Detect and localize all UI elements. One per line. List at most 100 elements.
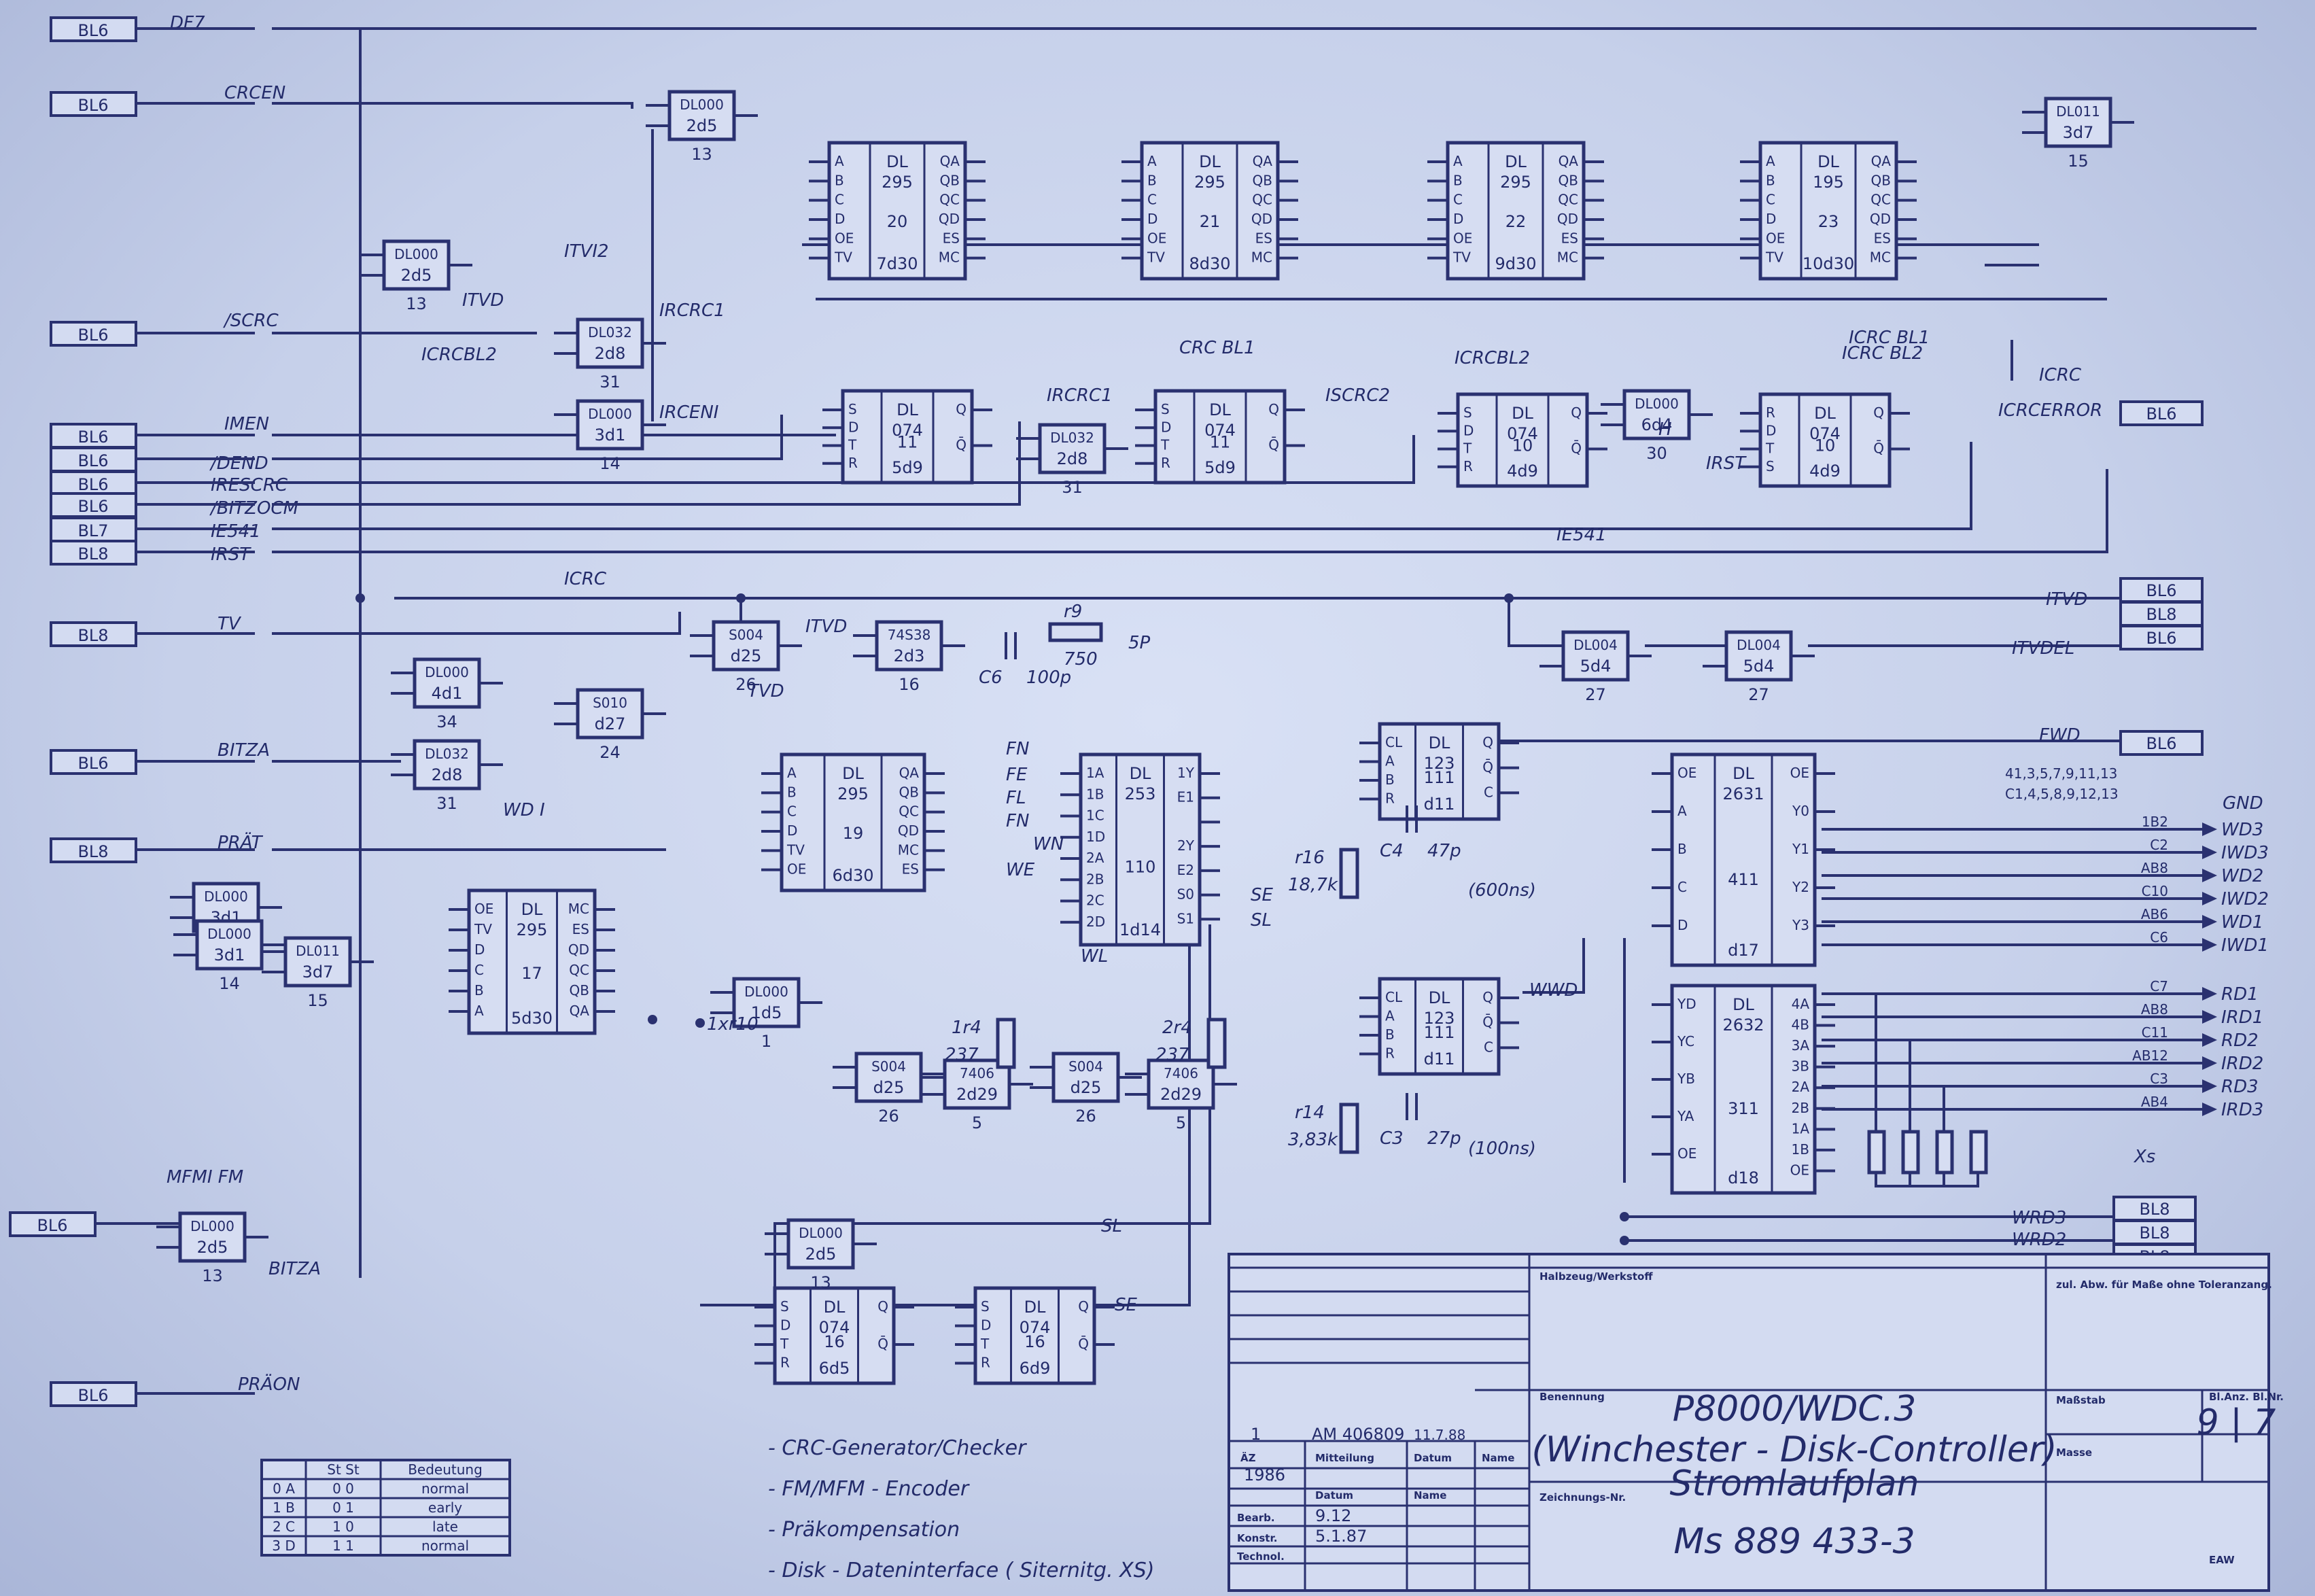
arrow-icon: [2202, 1033, 2217, 1047]
connector-c14: [50, 1381, 137, 1407]
signal-bitza: BITZA: [268, 1259, 321, 1279]
arrow-icon: [2202, 915, 2217, 929]
gate-type-5: DL000: [1635, 396, 1679, 412]
output-signal-0: WD3: [2221, 820, 2263, 840]
connector-signal-c13: MFMI FM: [167, 1167, 243, 1187]
junction-dot: [648, 1015, 657, 1024]
terminator-resistor-0: [1867, 1130, 1886, 1175]
chip-pin-out: QB: [940, 172, 960, 188]
signal-fn: FN: [1006, 739, 1029, 759]
gate-loc-2: 2d8: [595, 344, 626, 363]
connector-label-c8: BL7: [77, 521, 108, 540]
capacitor-val-C6: 100p: [1026, 667, 1071, 688]
chip-u16b: [973, 1286, 1096, 1385]
chip-pin-out: E2: [1177, 862, 1194, 878]
chip-type-u21: DL: [1199, 152, 1221, 171]
connector-label-c3: BL6: [77, 326, 108, 345]
arrow-icon: [2202, 938, 2217, 952]
signal-wl: WL: [1081, 946, 1108, 967]
title-benennung-1: P8000/WDC.3: [1673, 1389, 1917, 1429]
table-cell: normal: [421, 1480, 469, 1497]
chip-num-u10a: 10: [1512, 436, 1533, 455]
terminator-resistor-3: [1969, 1130, 1988, 1175]
chip-u23: [1758, 141, 1898, 281]
gate-type-6: DL011: [2056, 103, 2100, 120]
chip-num-u10b: 10: [1815, 436, 1836, 455]
title-mitteilung: Mitteilung: [1315, 1452, 1374, 1464]
output-pin-6: C7: [2150, 978, 2168, 994]
title-az: ÄZ: [1240, 1451, 1256, 1464]
right-connector-signal-0: ICRCERROR: [1998, 400, 2102, 421]
chip-pin-in: D: [1766, 422, 1776, 438]
title-technol: Technol.: [1237, 1550, 1285, 1563]
chip-model-u111b: 123: [1424, 1009, 1455, 1028]
connector-c12: [50, 837, 137, 863]
chip-model-u10a: 074: [1507, 424, 1538, 443]
chip-pin-in: TV: [834, 249, 852, 266]
right-connector-0: [2119, 400, 2204, 426]
resistor-val-r16: 18,7k: [1288, 875, 1338, 895]
resistor-val-r14: 3,83k: [1288, 1130, 1338, 1150]
title-masse: Masse: [2056, 1446, 2092, 1459]
signal-icrc: ICRC: [2039, 365, 2082, 385]
right-connector-signal-5: WRD3: [2012, 1208, 2066, 1228]
chip-pin-in: TV: [786, 842, 805, 858]
title-zeichnung-label: Zeichnungs-Nr.: [1539, 1491, 1626, 1504]
chip-pin-out: Q̄: [877, 1335, 888, 1352]
output-pin-5: C6: [2150, 929, 2168, 946]
wire-irescrc: [272, 435, 1415, 484]
chip-type-u311: DL: [1733, 995, 1754, 1014]
chip-model-u311: 2632: [1722, 1016, 1764, 1035]
chip-pin-out: Q̄: [956, 436, 967, 453]
chip-u110: [1079, 752, 1202, 947]
chip-u21: [1140, 141, 1280, 281]
chip-u11a: [841, 389, 974, 485]
right-connector-label-5: BL8: [2139, 1200, 2170, 1219]
title-year: 1986: [1244, 1465, 1285, 1485]
connector-label-c2: BL6: [77, 96, 108, 115]
gate-type-18: S004: [871, 1058, 906, 1075]
connector-c9: [50, 540, 137, 566]
gate-loc-17: 1d5: [751, 1003, 782, 1022]
chip-pin-in: 2C: [1086, 892, 1104, 909]
chip-pin-in: B: [787, 784, 797, 800]
chip-pin-in: TV: [1765, 249, 1783, 266]
chip-loc-u10a: 4d9: [1507, 462, 1538, 481]
gate-num-21: 5: [1176, 1113, 1186, 1132]
gate-type-13: DL004: [1573, 637, 1618, 653]
chip-pin-out: Y0: [1792, 803, 1809, 819]
signal-se2: SE: [1115, 1295, 1138, 1315]
chip-pin-out: Q: [877, 1298, 888, 1315]
signal-icrcbl1: ICRC BL1: [1849, 328, 1930, 348]
output-signal-11: IRD3: [2221, 1100, 2263, 1120]
wire-bitzocm: [272, 421, 1021, 506]
chip-model-u10b: 074: [1809, 424, 1841, 443]
title-rev-date: 11.7.88: [1414, 1427, 1465, 1443]
title-zul: zul. Abw. für Maße ohne Toleranzang.: [2056, 1279, 2272, 1291]
chip-pin-out: Q: [1078, 1298, 1089, 1315]
chip-u16a: [773, 1286, 896, 1385]
chip-u19: [780, 752, 926, 892]
connector-signal-c14: PRÄON: [238, 1373, 300, 1395]
gate-num-5: 30: [1646, 444, 1667, 463]
title-benennung-2: (Winchester - Disk-Controller): [1532, 1429, 2057, 1470]
table-cell: 1 1: [332, 1538, 354, 1554]
connector-label-c10: BL8: [77, 626, 108, 645]
gate-num-9: 16: [899, 675, 920, 694]
terminator-wire: [1890, 1173, 1945, 1187]
gate-num-0: 13: [691, 145, 712, 164]
chip-pin-in: B: [1385, 771, 1395, 788]
chip-pin-out: QD: [1251, 211, 1272, 227]
resistor-ref-2r4: 2r4: [1162, 1018, 1192, 1038]
output-signal-1: IWD3: [2221, 843, 2269, 863]
connector-signal-c1: DF7: [170, 13, 205, 33]
output-signal-6: RD1: [2221, 984, 2259, 1005]
output-signal-8: RD2: [2221, 1030, 2259, 1051]
note-1: - FM/MFM - Encoder: [768, 1477, 970, 1501]
arrow-icon: [2202, 987, 2217, 1001]
signal-fl: FL: [1006, 788, 1026, 808]
connector-signal-c5: /DEND: [209, 453, 268, 474]
chip-pin-out: Y3: [1792, 917, 1809, 933]
output-pin-4: AB6: [2141, 906, 2168, 922]
connector-signal-c4: IMEN: [224, 414, 269, 434]
